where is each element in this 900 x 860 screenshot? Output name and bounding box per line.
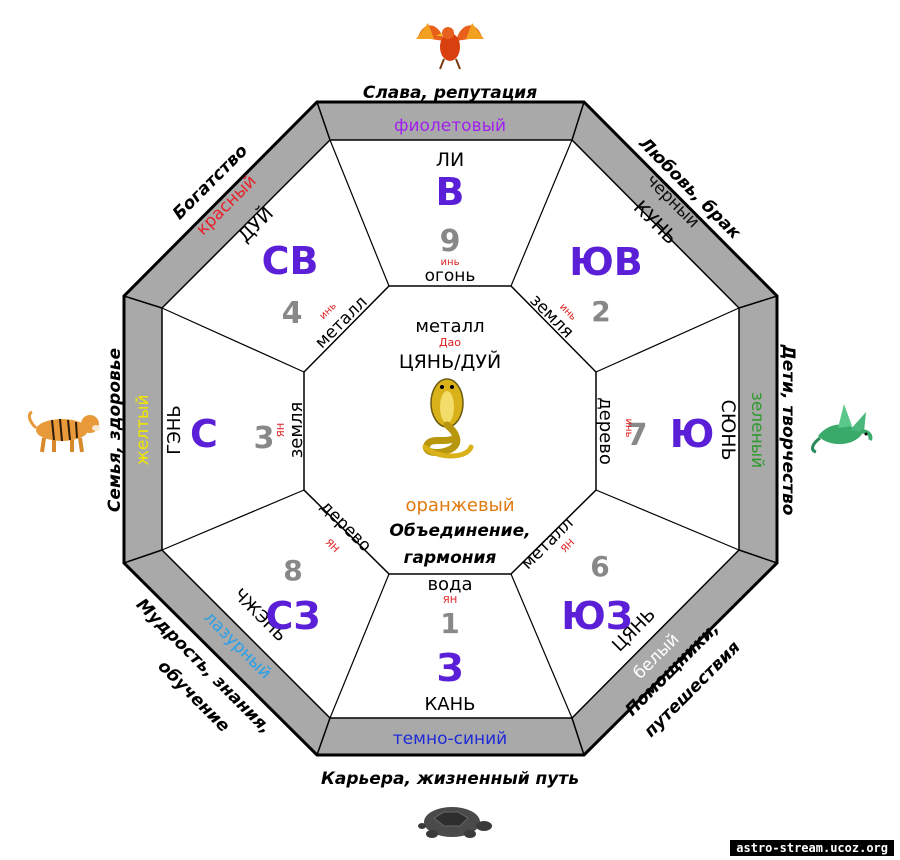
polarity-n: инь	[441, 257, 460, 268]
number-n: 9	[440, 224, 461, 259]
number-w: 3	[254, 421, 275, 456]
center-trigram: ЦЯНЬ/ДУЙ	[399, 350, 501, 373]
trigram-n: ЛИ	[436, 149, 465, 171]
direction-nw: СВ	[262, 239, 319, 283]
direction-ne: ЮВ	[569, 240, 643, 284]
color-name-n: фиолетовый	[394, 116, 506, 136]
band-joints	[123, 101, 778, 756]
center-meaning-2: гармония	[404, 548, 497, 568]
life-area-n: Слава, репутация	[363, 83, 537, 103]
polarity-e: инь	[623, 419, 634, 438]
direction-e: Ю	[670, 412, 715, 456]
turtle-icon	[418, 807, 492, 838]
direction-se: ЮЗ	[561, 594, 633, 638]
element-e: дерево	[595, 397, 616, 465]
color-name-w: желтый	[133, 394, 153, 465]
number-e: 7	[627, 418, 648, 453]
element-n: огонь	[425, 266, 476, 286]
sector-dividers	[161, 139, 740, 719]
number-se: 6	[590, 550, 609, 583]
polarity-w: ЯН	[276, 423, 287, 437]
life-area-e: Дети, творчество	[778, 344, 798, 516]
number-s: 1	[440, 607, 459, 640]
number-nw: 4	[282, 296, 303, 331]
phoenix-icon	[416, 23, 484, 70]
trigram-w: ГЭНЬ	[164, 405, 185, 454]
direction-s: З	[437, 646, 464, 690]
trigram-s: КАНЬ	[425, 694, 476, 715]
color-name-e: зеленый	[747, 392, 767, 468]
direction-w: С	[190, 412, 218, 456]
center-meaning-1: Объединение,	[389, 521, 530, 541]
number-ne: 2	[591, 295, 610, 328]
watermark: astro-stream.ucoz.org	[730, 840, 894, 856]
element-w: земля	[286, 402, 307, 459]
center-element: металл	[415, 316, 484, 337]
center-color: оранжевый	[405, 495, 514, 516]
center-polarity: Дао	[439, 336, 461, 349]
life-area-s: Карьера, жизненный путь	[321, 769, 579, 789]
cobra-snake-icon	[422, 378, 474, 459]
dragon-icon	[811, 404, 873, 454]
tiger-icon	[27, 410, 100, 453]
life-area-w: Семья, здоровье	[105, 348, 125, 512]
number-sw: 8	[283, 554, 302, 587]
color-name-s: темно-синий	[393, 729, 507, 749]
trigram-e: СЮНЬ	[717, 399, 739, 460]
element-s: вода	[427, 574, 472, 595]
direction-sw: СЗ	[266, 594, 321, 638]
direction-n: В	[436, 170, 465, 214]
polarity-s: ЯН	[443, 595, 457, 606]
